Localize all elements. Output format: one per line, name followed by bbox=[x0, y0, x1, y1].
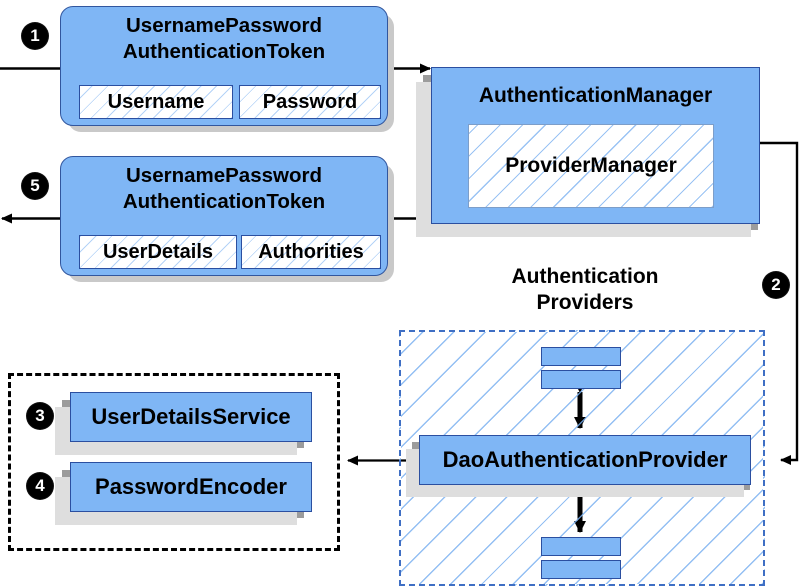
request-token-slot-username[interactable]: Username bbox=[79, 85, 233, 119]
step-badge-3: 3 bbox=[27, 403, 53, 429]
user-details-service-box[interactable]: UserDetailsService bbox=[70, 392, 312, 442]
provider-bar-top-2[interactable] bbox=[541, 370, 621, 389]
request-token-title-line1: UsernamePassword bbox=[126, 14, 322, 37]
request-token-card[interactable]: UsernamePassword AuthenticationToken Use… bbox=[60, 6, 388, 126]
authentication-manager-title: AuthenticationManager bbox=[478, 84, 713, 107]
provider-bar-top-1[interactable] bbox=[541, 347, 621, 366]
step-badge-4: 4 bbox=[27, 473, 53, 499]
step-badge-5: 5 bbox=[22, 173, 48, 199]
request-token-title-line2: AuthenticationToken bbox=[122, 40, 326, 63]
authentication-providers-heading-line2: Providers bbox=[536, 291, 634, 314]
response-token-title: UsernamePassword AuthenticationToken bbox=[61, 163, 387, 215]
provider-bar-bottom-1[interactable] bbox=[541, 537, 621, 556]
dependencies-container bbox=[8, 373, 340, 551]
authentication-providers-heading-line1: Authentication bbox=[511, 265, 659, 288]
provider-manager-box[interactable]: ProviderManager bbox=[468, 124, 714, 208]
password-encoder-box[interactable]: PasswordEncoder bbox=[70, 462, 312, 512]
response-token-slot-userdetails[interactable]: UserDetails bbox=[79, 235, 237, 269]
response-token-slot-authorities[interactable]: Authorities bbox=[241, 235, 381, 269]
step-badge-1: 1 bbox=[22, 23, 48, 49]
request-token-title: UsernamePassword AuthenticationToken bbox=[61, 13, 387, 65]
response-token-title-line2: AuthenticationToken bbox=[122, 190, 326, 213]
step-badge-2: 2 bbox=[763, 272, 789, 298]
response-token-card[interactable]: UsernamePassword AuthenticationToken Use… bbox=[60, 156, 388, 276]
dao-authentication-provider-box[interactable]: DaoAuthenticationProvider bbox=[419, 435, 751, 485]
request-token-slot-password[interactable]: Password bbox=[239, 85, 381, 119]
response-token-title-line1: UsernamePassword bbox=[126, 164, 322, 187]
authentication-manager-box[interactable]: AuthenticationManager ProviderManager bbox=[431, 67, 760, 224]
authentication-providers-heading: Authentication Providers bbox=[460, 264, 710, 316]
provider-bar-bottom-2[interactable] bbox=[541, 560, 621, 579]
